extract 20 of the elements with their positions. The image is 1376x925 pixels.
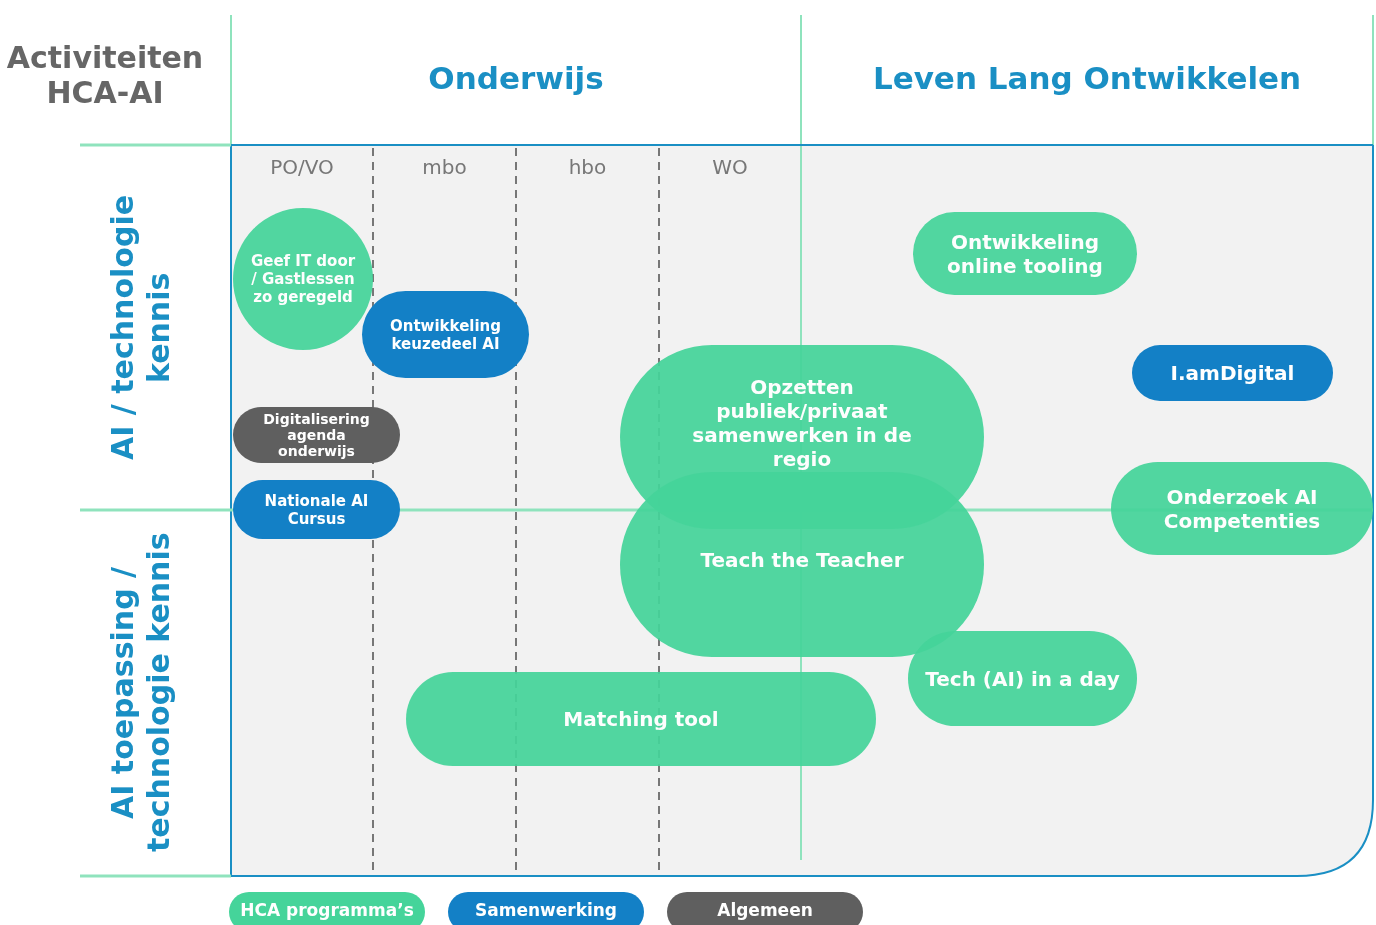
legend-swatch: Algemeen <box>667 892 863 925</box>
column-label: hbo <box>567 155 608 179</box>
row-label: AI toepassing / technologie kennis <box>105 531 177 855</box>
column-header: Leven Lang Ontwikkelen <box>871 60 1303 96</box>
activity-pill: Tech (AI) in a day <box>908 631 1137 726</box>
activity-pill: Opzetten publiek/privaat samenwerken in de regio <box>620 345 984 529</box>
column-header: Onderwijs <box>427 60 605 96</box>
activity-pill: I.amDigital <box>1132 345 1333 401</box>
legend-swatch: HCA programma’s <box>229 892 425 925</box>
header-title: Activiteiten HCA-AI <box>5 40 205 110</box>
column-label: PO/VO <box>269 155 335 179</box>
activity-pill: Digitalisering agenda onderwijs <box>233 407 400 463</box>
row-label: AI / technologie kennis <box>105 194 177 462</box>
column-label: mbo <box>421 155 468 179</box>
activity-pill: Onderzoek AI Competenties <box>1111 462 1373 555</box>
activity-pill: Matching tool <box>406 672 876 766</box>
column-label: WO <box>711 155 749 179</box>
activity-pill: Nationale AI Cursus <box>233 480 400 539</box>
activity-pill: Ontwikkeling online tooling <box>913 212 1137 295</box>
legend-swatch: Samenwerking <box>448 892 644 925</box>
